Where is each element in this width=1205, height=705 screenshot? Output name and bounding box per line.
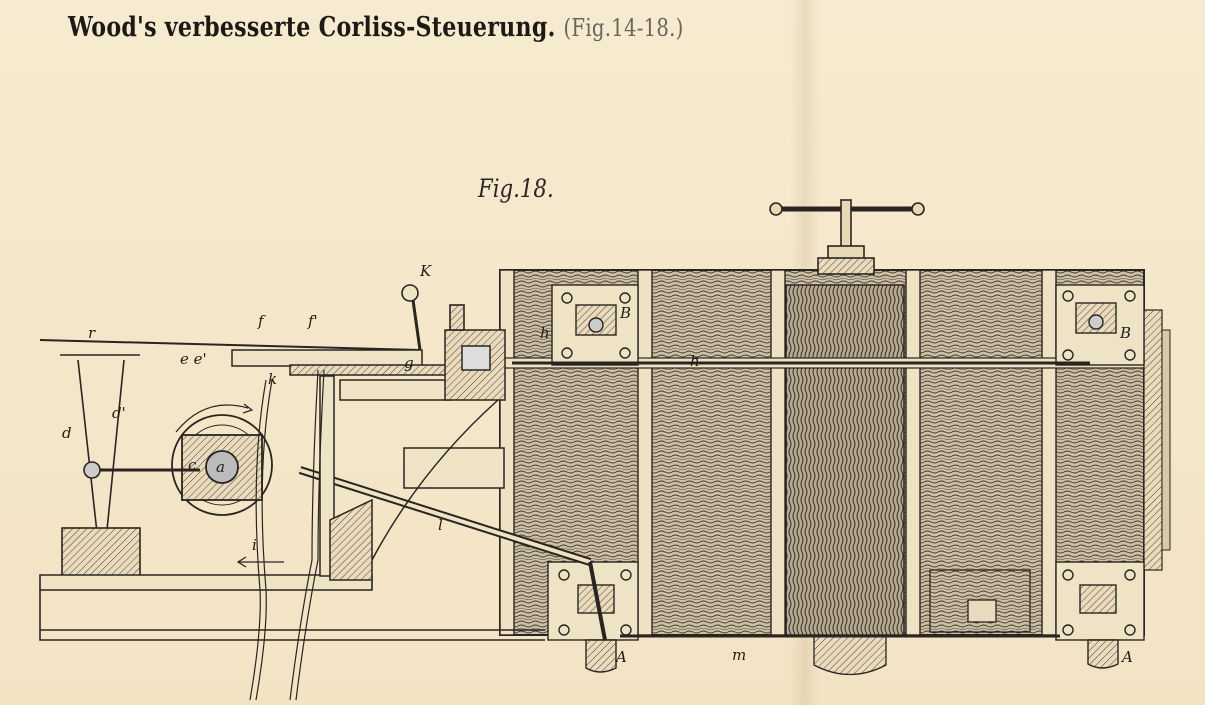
drain-fitting [813, 569, 1031, 676]
label-a: a [216, 458, 225, 476]
label-f: f [258, 312, 264, 330]
label-k: k [268, 370, 278, 388]
label-c: c [188, 456, 197, 474]
label-B-left: B [620, 304, 632, 322]
governor-frame [39, 354, 545, 641]
valve-bracket-bottom-left [547, 561, 639, 673]
title-subtitle: (Fig.14-18.) [563, 14, 684, 42]
label-B-right: B [1120, 324, 1132, 342]
label-r: r [88, 324, 96, 342]
label-e-e-prime: e e' [180, 350, 207, 368]
label-K-top: K [420, 262, 432, 280]
label-l: l [438, 516, 443, 534]
valve-bracket-bottom-right [1055, 561, 1145, 669]
label-i: i [252, 536, 257, 554]
lever-K [401, 284, 465, 351]
direction-arrow [236, 556, 284, 568]
label-m: m [732, 646, 747, 664]
eccentric-wheel [100, 403, 273, 516]
page-title: Wood's verbesserte Corliss-Steuerung. (F… [68, 12, 684, 43]
label-h-left: h [540, 324, 550, 342]
connecting-rods [39, 339, 1090, 638]
label-d-prime: d' [112, 404, 126, 422]
label-A-left: A [616, 648, 627, 666]
valve-bracket-top-left [551, 284, 639, 366]
eccentric-rod [298, 466, 607, 641]
crosshead-guides [231, 329, 506, 581]
valve-bracket-top-right [1055, 284, 1145, 366]
wire-cables [249, 369, 325, 701]
label-h-mid: h [690, 352, 700, 370]
label-A-right: A [1122, 648, 1133, 666]
label-d: d [62, 424, 72, 442]
figure-label: Fig.18. [478, 174, 554, 203]
label-f-prime: f' [308, 312, 318, 330]
label-g: g [404, 354, 414, 372]
title-main: Wood's verbesserte Corliss-Steuerung. [68, 12, 556, 43]
throttle-valve [769, 199, 925, 275]
